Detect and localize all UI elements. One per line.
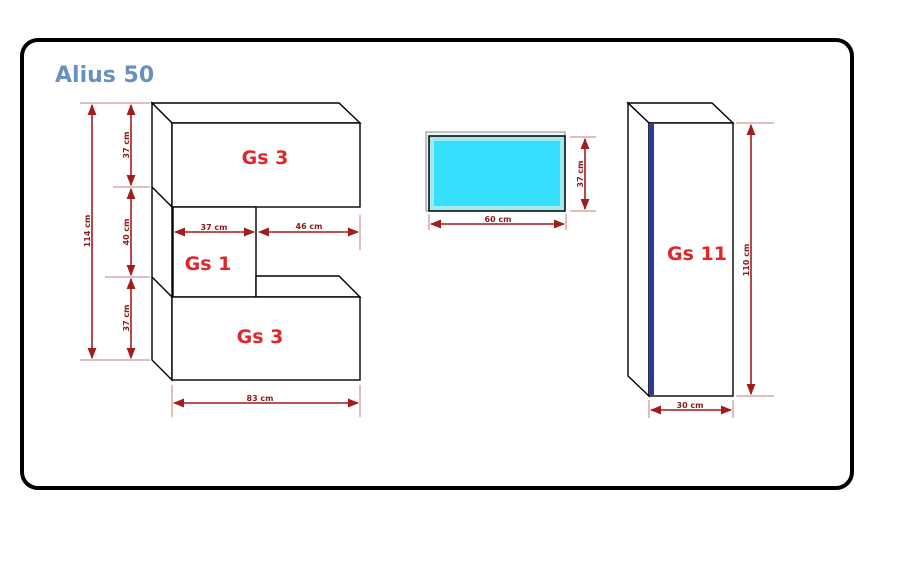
total-height-label: 114 cm bbox=[83, 215, 92, 248]
led-strip bbox=[650, 124, 654, 395]
wall-unit: Gs 3 Gs 1 Gs 3 bbox=[150, 101, 362, 382]
panel-height-label: 37 cm bbox=[576, 161, 585, 188]
bottom-module-label: Gs 3 bbox=[237, 326, 284, 348]
tall-height-label: 110 cm bbox=[742, 244, 751, 277]
top-height-label: 37 cm bbox=[122, 132, 131, 159]
tall-cabinet: Gs 11 110 cm 30 cm bbox=[626, 101, 774, 418]
middle-box-gs1 bbox=[172, 206, 257, 298]
middle-module-label: Gs 1 bbox=[185, 253, 232, 275]
glass-panel: 37 cm 60 cm bbox=[425, 131, 596, 230]
top-module-label: Gs 3 bbox=[242, 147, 289, 169]
bottom-width-label: 83 cm bbox=[247, 394, 274, 403]
bottom-height-label: 37 cm bbox=[122, 305, 131, 332]
tall-width-label: 30 cm bbox=[677, 401, 704, 410]
top-box-gs3 bbox=[171, 122, 361, 208]
gap-width-label: 46 cm bbox=[296, 222, 323, 231]
title: Alius 50 bbox=[55, 63, 154, 88]
panel-width-label: 60 cm bbox=[485, 215, 512, 224]
wall-unit-dimensions: 114 cm 37 cm 40 cm 37 cm 37 cm 46 cm 83 … bbox=[80, 102, 361, 417]
bottom-box-gs3 bbox=[171, 296, 361, 381]
unit-side bbox=[151, 101, 173, 382]
middle-height-label: 40 cm bbox=[122, 219, 131, 246]
tall-module-label: Gs 11 bbox=[667, 243, 727, 265]
middle-width-label: 37 cm bbox=[201, 223, 228, 232]
top-box-top bbox=[150, 102, 362, 124]
